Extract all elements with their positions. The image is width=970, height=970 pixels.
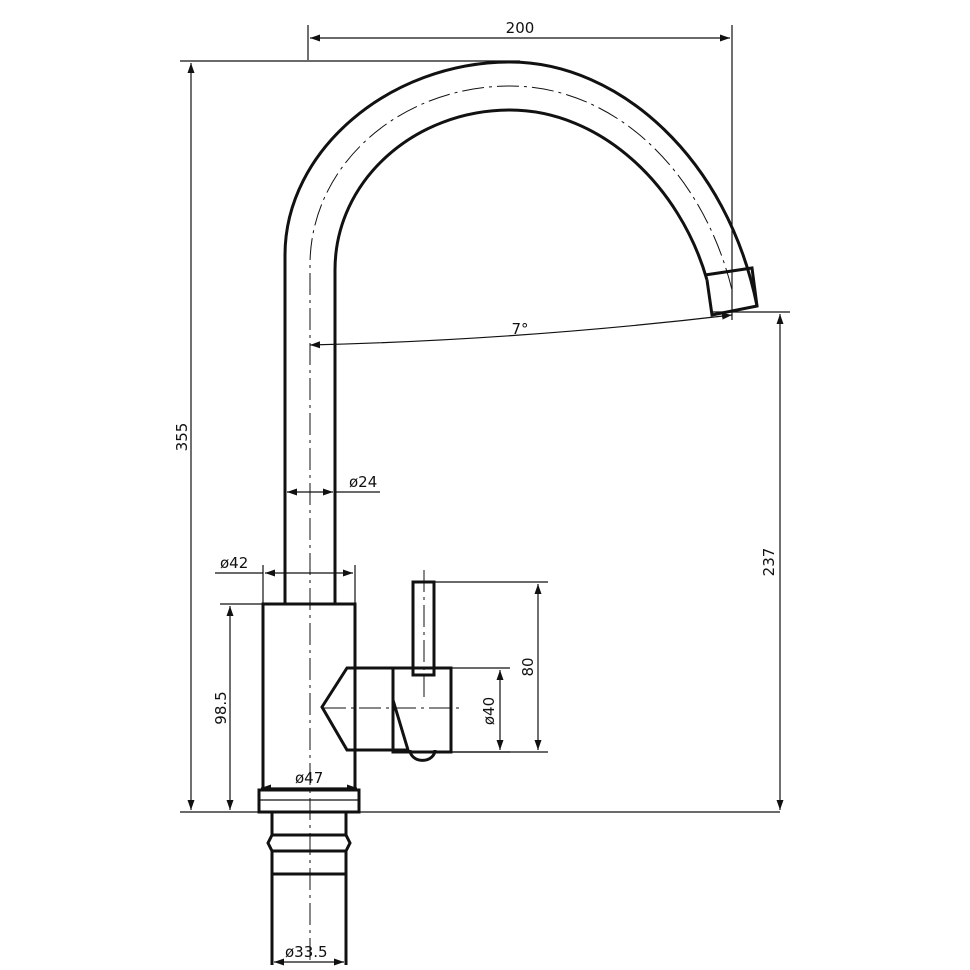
faucet-body [261, 602, 357, 792]
dimension-angle: 7° [309, 312, 733, 349]
dim-label-spout-diameter: ø24 [349, 473, 377, 491]
handle-knob [408, 749, 437, 762]
shank [266, 812, 352, 965]
dim-label-reach: 200 [506, 19, 535, 37]
dim-label-body-height: 98.5 [212, 691, 230, 724]
center-lines [309, 85, 733, 960]
spout-outer-contour [283, 60, 759, 604]
dimension-spout-diameter: ø24 [287, 473, 380, 496]
dimension-handle-height: 80 [434, 581, 548, 753]
dimension-body-diameter: ø42 [215, 554, 356, 604]
dim-label-base-diameter: ø47 [295, 769, 323, 787]
dimension-handle-diameter: ø40 [451, 667, 510, 753]
faucet-outline [257, 60, 759, 965]
spout-aerator [704, 266, 759, 317]
dimension-body-height: 98.5 [212, 603, 263, 810]
handle-cartridge [391, 666, 453, 754]
dim-label-body-diameter: ø42 [220, 554, 248, 572]
spout-centerline [309, 85, 733, 960]
dim-label-height: 355 [173, 423, 191, 452]
dimension-reach: 200 [307, 19, 733, 320]
dim-label-handle-diameter: ø40 [480, 697, 498, 725]
spout-inner-contour [333, 108, 709, 604]
dim-label-shank-diameter: ø33.5 [285, 943, 328, 961]
dimension-outlet-height: 237 [712, 311, 790, 810]
dim-label-handle-height: 80 [519, 657, 537, 676]
handle-connector [320, 666, 411, 752]
dimension-shank-diameter: ø33.5 [274, 943, 344, 966]
dim-label-outlet-height: 237 [760, 548, 778, 577]
dim-label-angle: 7° [511, 320, 528, 338]
dimension-base-diameter: ø47 [261, 769, 357, 792]
dimension-height: 355 [173, 60, 780, 813]
base-ring [257, 788, 361, 814]
